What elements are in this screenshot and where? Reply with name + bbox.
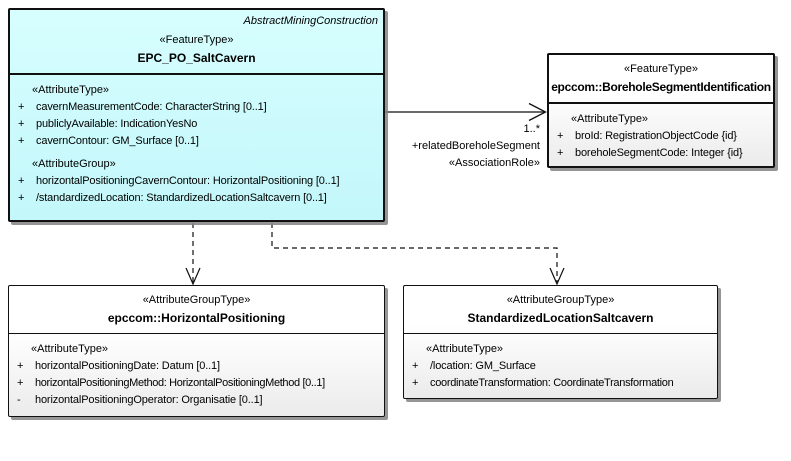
visibility-marker: - bbox=[17, 394, 21, 406]
attribute-row: + cavernMeasurementCode: CharacterString… bbox=[18, 99, 380, 116]
open-arrowhead-down-icon bbox=[185, 267, 201, 286]
attribute-section-stereotype: «AttributeType» bbox=[571, 113, 649, 125]
attribute-row: + horizontalPositioningMethod: Horizonta… bbox=[17, 375, 381, 392]
attribute-row: + /standardizedLocation: StandardizedLoc… bbox=[18, 190, 380, 207]
attribute-compartment: «AttributeType» + cavernMeasurementCode:… bbox=[10, 75, 383, 207]
attribute-text: /standardizedLocation: StandardizedLocat… bbox=[36, 192, 327, 204]
attribute-row: + coordinateTransformation: CoordinateTr… bbox=[412, 375, 714, 392]
attribute-group-stereotype: «AttributeGroup» bbox=[32, 158, 116, 170]
visibility-marker: + bbox=[412, 360, 419, 372]
attribute-text: horizontalPositioningMethod: HorizontalP… bbox=[35, 377, 325, 389]
association-role-name: +relatedBoreholeSegment bbox=[411, 140, 540, 152]
visibility-marker: + bbox=[557, 147, 564, 159]
visibility-marker: + bbox=[18, 192, 25, 204]
association-stereotype: «AssociationRole» bbox=[448, 157, 540, 169]
attribute-section-stereotype: «AttributeType» bbox=[426, 343, 504, 355]
visibility-marker: + bbox=[557, 130, 564, 142]
attribute-compartment: «AttributeType» + broId: RegistrationObj… bbox=[549, 104, 773, 162]
association-labels: 1..* +relatedBoreholeSegment «Associatio… bbox=[340, 121, 540, 172]
visibility-marker: + bbox=[18, 175, 25, 187]
class-header: «AttributeGroupType» epccom::HorizontalP… bbox=[9, 293, 384, 334]
attribute-text: cavernContour: GM_Surface [0..1] bbox=[36, 135, 199, 147]
class-header: «AttributeGroupType» StandardizedLocatio… bbox=[404, 293, 717, 334]
attribute-row: - horizontalPositioningOperator: Organis… bbox=[17, 392, 381, 409]
attribute-section-stereotype: «AttributeType» bbox=[31, 343, 109, 355]
association-related-borehole-segment[interactable] bbox=[385, 102, 547, 122]
visibility-marker: + bbox=[18, 118, 25, 130]
attribute-text: boreholeSegmentCode: Integer {id} bbox=[575, 147, 743, 159]
visibility-marker: + bbox=[412, 377, 419, 389]
abstract-parent-label: AbstractMiningConstruction bbox=[243, 15, 378, 27]
visibility-marker: + bbox=[18, 135, 25, 147]
attribute-text: broId: RegistrationObjectCode {id} bbox=[575, 130, 737, 142]
attribute-compartment: «AttributeType» + horizontalPositioningD… bbox=[9, 334, 384, 409]
association-multiplicity: 1..* bbox=[523, 123, 540, 135]
attribute-text: horizontalPositioningCavernContour: Hori… bbox=[36, 175, 340, 187]
attribute-row: + horizontalPositioningDate: Datum [0..1… bbox=[17, 358, 381, 375]
attribute-row: + /location: GM_Surface bbox=[412, 358, 714, 375]
visibility-marker: + bbox=[18, 101, 25, 113]
attribute-text: publiclyAvailable: IndicationYesNo bbox=[36, 118, 198, 130]
attribute-text: horizontalPositioningDate: Datum [0..1] bbox=[35, 360, 220, 372]
open-arrowhead-right-icon bbox=[528, 102, 547, 122]
class-stereotype: «FeatureType» bbox=[159, 34, 234, 46]
class-header: «FeatureType» epccom::BoreholeSegmentIde… bbox=[549, 62, 773, 104]
class-standardized-location-saltcavern[interactable]: «AttributeGroupType» StandardizedLocatio… bbox=[403, 285, 718, 399]
attribute-section-stereotype: «AttributeType» bbox=[32, 84, 110, 96]
class-header: AbstractMiningConstruction «FeatureType»… bbox=[10, 10, 383, 75]
attribute-text: /location: GM_Surface bbox=[430, 360, 536, 372]
attribute-compartment: «AttributeType» + /location: GM_Surface … bbox=[404, 334, 717, 392]
visibility-marker: + bbox=[17, 360, 24, 372]
attribute-row: + publiclyAvailable: IndicationYesNo bbox=[18, 116, 380, 133]
visibility-marker: + bbox=[17, 377, 24, 389]
class-name: EPC_PO_SaltCavern bbox=[137, 51, 256, 65]
attribute-row: + boreholeSegmentCode: Integer {id} bbox=[557, 145, 770, 162]
class-name: StandardizedLocationSaltcavern bbox=[467, 311, 654, 325]
attribute-text: coordinateTransformation: CoordinateTran… bbox=[430, 377, 674, 389]
dependency-horizontal-positioning[interactable] bbox=[185, 223, 201, 286]
class-name: epccom::HorizontalPositioning bbox=[107, 311, 286, 325]
class-epc-po-saltcavern[interactable]: AbstractMiningConstruction «FeatureType»… bbox=[8, 8, 385, 222]
attribute-text: horizontalPositioningOperator: Organisat… bbox=[35, 394, 263, 406]
dependency-standardized-location[interactable] bbox=[271, 223, 565, 286]
attribute-row: + horizontalPositioningCavernContour: Ho… bbox=[18, 173, 380, 190]
class-borehole-segment-identification[interactable]: «FeatureType» epccom::BoreholeSegmentIde… bbox=[547, 53, 775, 168]
attribute-row: + broId: RegistrationObjectCode {id} bbox=[557, 128, 770, 145]
class-stereotype: «AttributeGroupType» bbox=[506, 294, 615, 306]
class-stereotype: «FeatureType» bbox=[624, 63, 698, 75]
open-arrowhead-down-icon bbox=[549, 267, 565, 286]
attribute-row: + cavernContour: GM_Surface [0..1] bbox=[18, 133, 380, 150]
class-stereotype: «AttributeGroupType» bbox=[142, 294, 251, 306]
class-name: epccom::BoreholeSegmentIdentification bbox=[551, 80, 771, 94]
class-horizontal-positioning[interactable]: «AttributeGroupType» epccom::HorizontalP… bbox=[8, 285, 385, 417]
attribute-text: cavernMeasurementCode: CharacterString [… bbox=[36, 101, 267, 113]
